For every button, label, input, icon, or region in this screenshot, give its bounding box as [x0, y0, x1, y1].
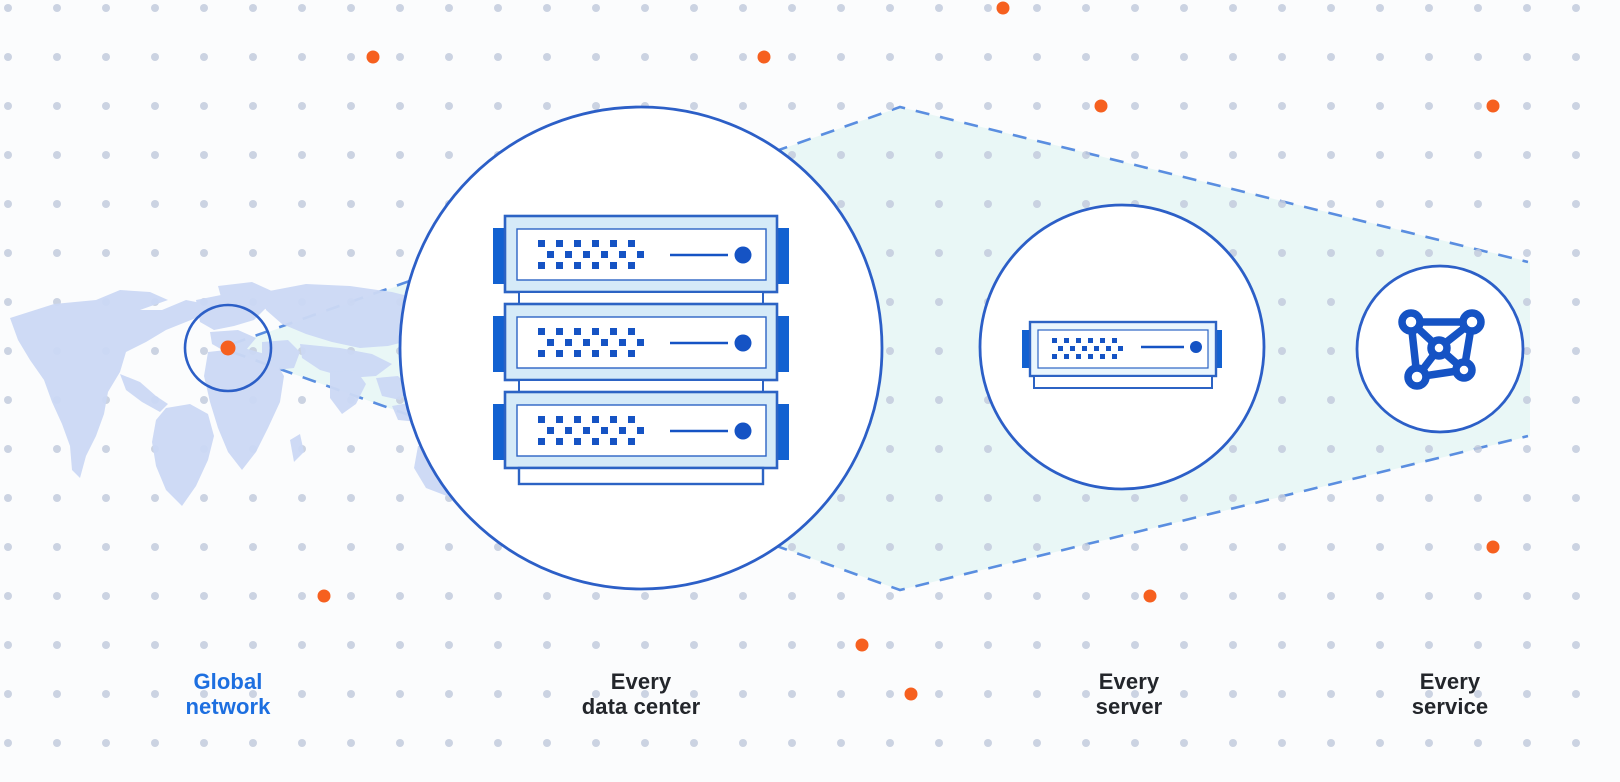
map-highlight-dot [220, 340, 236, 356]
stage-every-data-center[interactable] [398, 105, 884, 591]
server-rack-icon [493, 214, 789, 486]
server-unit-1 [493, 214, 789, 307]
map-highlight-circle [183, 303, 273, 393]
single-server-icon [1022, 320, 1222, 389]
stage-every-server[interactable] [978, 203, 1266, 491]
network-node-dots [1398, 309, 1485, 390]
accent-dots [317, 1, 1500, 701]
server-unit-2 [493, 302, 789, 395]
stage-every-service[interactable] [1355, 264, 1525, 434]
server-unit-3 [493, 390, 789, 486]
